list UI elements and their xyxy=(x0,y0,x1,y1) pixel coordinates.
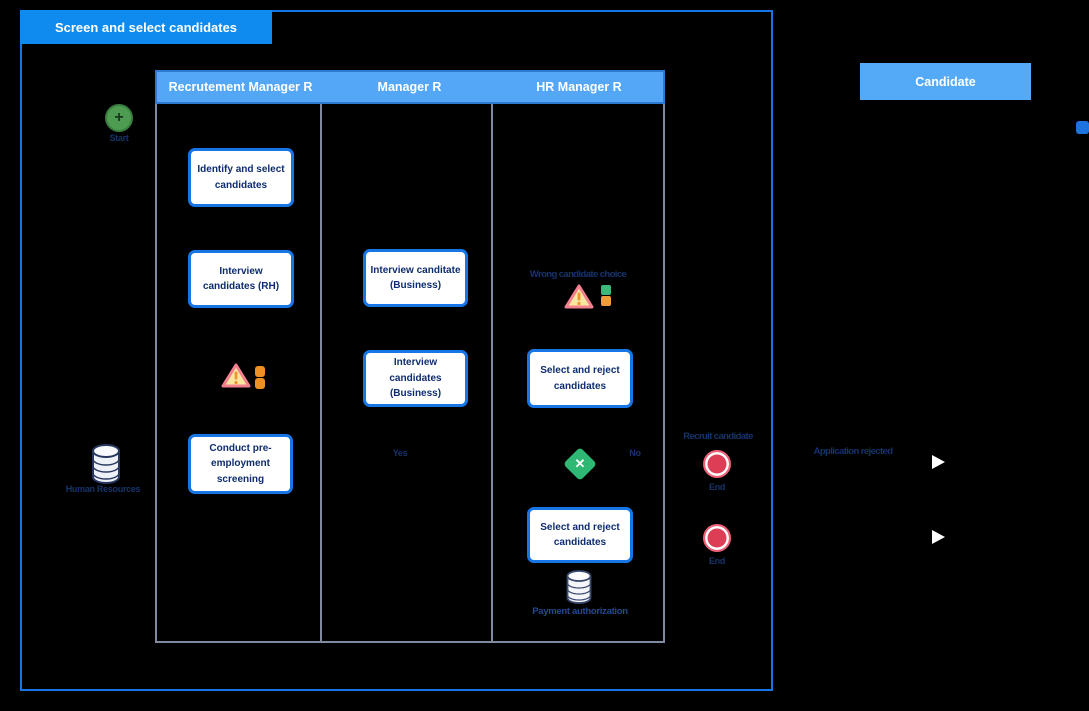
warning-triangle-icon[interactable] xyxy=(564,284,594,310)
arrowhead-right-icon xyxy=(932,455,945,469)
plus-icon: + xyxy=(114,109,124,126)
lane-header-hr-manager[interactable]: HR Manager R xyxy=(495,72,663,102)
lane-header-label: HR Manager R xyxy=(536,80,622,94)
task-label: Conduct pre-employment screening xyxy=(209,442,272,485)
exclusive-gateway[interactable]: ✕ xyxy=(563,447,597,481)
end-event-1-label: End xyxy=(708,482,726,492)
process-container xyxy=(20,10,773,691)
lane-header-manager[interactable]: Manager R xyxy=(324,72,495,102)
swimlane-table: Recrutement Manager R Manager R HR Manag… xyxy=(155,70,665,643)
task-interview-canditate-business[interactable]: Interview canditate (Business) xyxy=(363,249,468,307)
task-label: Select and reject candidates xyxy=(540,521,620,549)
x-icon: ✕ xyxy=(574,456,586,471)
task-select-reject-candidates-1[interactable]: Select and reject candidates xyxy=(527,349,633,408)
orange-bars-icon[interactable] xyxy=(255,366,265,389)
start-event-label: Start xyxy=(109,133,129,143)
process-title-label: Screen and select candidates xyxy=(54,19,238,35)
recruit-candidate-label: Recruit candidate xyxy=(683,431,753,442)
start-event[interactable]: + xyxy=(105,104,133,132)
warning-triangle-icon[interactable] xyxy=(221,363,251,389)
arrowhead-right-icon xyxy=(932,530,945,544)
task-label: Interview canditate (Business) xyxy=(370,264,461,292)
payment-authorization-datastore-label: Payment authorization xyxy=(532,606,628,617)
human-resources-datastore-label: Human Resources xyxy=(65,484,141,494)
blue-marker-icon xyxy=(1076,121,1089,134)
task-select-reject-candidates-2[interactable]: Select and reject candidates xyxy=(527,507,633,563)
task-interview-candidates-rh[interactable]: Interview candidates (RH) xyxy=(188,250,294,308)
task-label: Interview candidates (Business) xyxy=(389,357,442,400)
task-identify-select-candidates[interactable]: Identify and select candidates xyxy=(188,148,294,207)
lane-header-recrutement-manager[interactable]: Recrutement Manager R xyxy=(157,72,324,102)
yes-flow-label: Yes xyxy=(392,448,408,458)
end-event-1[interactable] xyxy=(703,450,731,478)
end-event-2[interactable] xyxy=(703,524,731,552)
application-rejected-label: Application rejected xyxy=(813,446,893,457)
task-label: Interview candidates (RH) xyxy=(202,265,280,293)
swimlane-body xyxy=(155,104,665,643)
database-icon[interactable] xyxy=(564,570,594,604)
no-flow-label: No xyxy=(629,448,641,458)
database-icon[interactable] xyxy=(89,444,123,484)
task-conduct-pre-employment-screening[interactable]: Conduct pre-employment screening xyxy=(188,434,293,494)
lane-divider-1 xyxy=(320,104,322,643)
lane-header-label: Manager R xyxy=(377,80,442,94)
lane-header-label: Recrutement Manager R xyxy=(168,80,313,94)
wrong-candidate-choice-label: Wrong candidate choice xyxy=(529,269,627,280)
end-event-2-label: End xyxy=(708,556,726,566)
swimlane-header-row: Recrutement Manager R Manager R HR Manag… xyxy=(155,70,665,104)
task-label: Identify and select candidates xyxy=(197,164,285,191)
lane-header-candidate[interactable]: Candidate xyxy=(860,63,1031,100)
lane-divider-2 xyxy=(491,104,493,643)
task-interview-candidates-business[interactable]: Interview candidates (Business) xyxy=(363,350,468,407)
process-title[interactable]: Screen and select candidates xyxy=(20,10,272,44)
lane-header-label: Candidate xyxy=(915,74,976,89)
task-label: Select and reject candidates xyxy=(540,365,620,392)
green-orange-squares-icon[interactable] xyxy=(601,285,611,306)
